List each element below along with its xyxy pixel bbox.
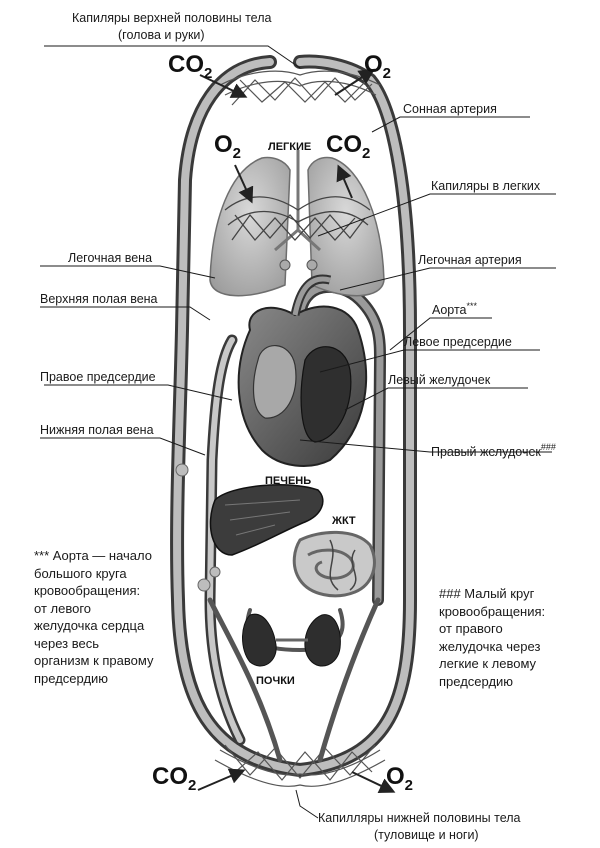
note-line: кровообращения: [34,583,141,598]
gas-label-bottom-left: CO2 [152,763,196,794]
note-systemic-circulation: *** Аорта — начало большого круга кровоо… [34,547,209,687]
note-pulmonary-circulation: ### Малый круг кровообращения: от правог… [439,585,589,690]
label-aorta: Аорта*** [432,301,478,317]
systemic-vessels [170,54,417,778]
gut [292,530,376,598]
label-inferior-vena-cava: Нижняя полая вена [40,423,154,437]
gas-label-bottom-right: O2 [386,763,413,794]
note-line: желудочка через [439,638,541,654]
note-line: организм к правому [34,653,154,668]
note-line: от правого [439,621,503,636]
note-line: предсердию [439,673,514,689]
gas-label-lung-right: CO2 [326,131,370,162]
lungs [209,150,385,297]
label-pulmonary-artery: Легочная артерия [418,253,522,267]
organ-label-kidneys: ПОЧКИ [256,675,295,687]
label-lower-capillaries-sub: (туловище и ноги) [374,828,479,842]
label-lung-capillaries: Капиляры в легких [431,179,541,193]
gas-label-top-left: CO2 [168,51,212,82]
kidneys [242,613,341,667]
label-carotid-artery: Сонная артерия [403,102,497,116]
note-line: от левого [34,600,92,616]
note-line: легкие к левому [439,656,537,671]
heart [237,274,368,467]
label-lower-capillaries: Капилляры нижней половины тела [318,811,521,825]
label-upper-capillaries-sub: (голова и руки) [118,28,205,42]
label-superior-vena-cava: Верхняя полая вена [40,292,158,306]
note-line: желудочка сердца [34,618,145,633]
leader-lines [40,45,556,819]
label-left-ventricle: Левый желудочек [388,373,491,387]
label-upper-capillaries: Капиляры верхней половины тела [72,11,272,25]
label-pulmonary-vein: Легочная вена [68,251,152,265]
label-right-ventricle: Правый желудочек### [431,442,556,459]
label-left-atrium: Левое предсердие [404,335,512,349]
upper-capillary-net [219,70,381,106]
gas-label-lung-left: O2 [214,131,241,162]
note-line: через весь [34,635,100,651]
lung-capillary-net [224,196,371,242]
organ-label-lungs: ЛЕГКИЕ [268,141,311,153]
note-line: *** Аорта — начало [34,548,152,563]
note-line: кровообращения: [439,603,546,619]
note-line: предсердию [34,670,109,686]
vein-valves [175,463,221,592]
gas-arrows [197,68,396,793]
note-line: большого круга [34,565,127,581]
organ-label-gut: ЖКТ [331,515,356,527]
organ-label-liver: ПЕЧЕНЬ [265,475,311,487]
label-right-atrium: Правое предсердие [40,370,156,384]
note-line: ### Малый круг [439,586,535,601]
liver [209,484,324,556]
gas-label-top-right: O2 [364,51,391,82]
